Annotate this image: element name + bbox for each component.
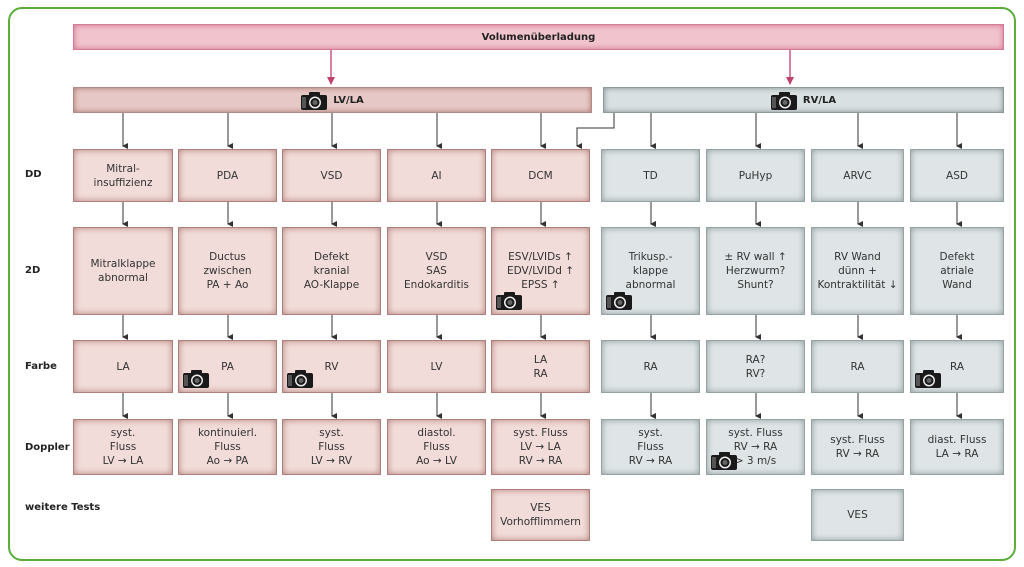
box-text: Defekt kranial AO-Klappe — [303, 251, 360, 291]
box-text: ± RV wall ↑ Herzwurm? Shunt? — [724, 251, 787, 291]
camera-icon — [183, 369, 209, 388]
box-dd: Mitral- insuffizienz — [73, 149, 173, 202]
box-doppler: syst. Fluss RV → RA > 3 m/s — [706, 419, 805, 475]
box-weitere-tests: VES — [811, 489, 904, 541]
row-label-doppler: Doppler — [25, 442, 70, 453]
box-doppler: syst. Fluss RV → RA — [811, 419, 904, 475]
box-text: LA RA — [533, 353, 548, 380]
rv-bar-label: RV/LA — [802, 94, 837, 106]
box-doppler: syst. Fluss LV → LA — [73, 419, 173, 475]
box-text: PDA — [216, 169, 239, 182]
lv-bar-label: LV/LA — [333, 94, 364, 106]
box-dd: AI — [387, 149, 486, 202]
box-text: TD — [643, 169, 658, 182]
camera-icon — [711, 451, 737, 470]
box-dd: ARVC — [811, 149, 904, 202]
box-farbe: RA — [910, 340, 1004, 393]
box-dd: TD — [601, 149, 700, 202]
volume-overload-bar: Volumenüberladung — [73, 24, 1004, 50]
box-text: syst. Fluss LV → LA — [102, 427, 144, 467]
box-text: diastol. Fluss Ao → LV — [416, 427, 457, 467]
box-text: RV Wand dünn + Kontraktilität ↓ — [817, 251, 898, 291]
camera-icon — [301, 91, 328, 110]
box-farbe: LV — [387, 340, 486, 393]
box-text: DCM — [528, 169, 553, 182]
camera-icon — [606, 291, 632, 310]
box-2d: Mitralklappe abnormal — [73, 227, 173, 315]
box-text: syst. Fluss LV → LA RV → RA — [513, 427, 568, 467]
box-text: Mitralklappe abnormal — [90, 258, 156, 284]
box-text: AI — [431, 169, 442, 182]
arrow-rv-to-dcm — [576, 113, 615, 149]
camera-icon — [770, 91, 797, 110]
box-weitere-tests: VES Vorhofflimmern — [491, 489, 590, 541]
box-dd: ASD — [910, 149, 1004, 202]
box-text: ARVC — [843, 169, 872, 182]
rv-la-bar: RV/LA — [603, 87, 1004, 113]
box-dd: PuHyp — [706, 149, 805, 202]
box-text: syst. Fluss RV → RA — [628, 427, 673, 467]
box-text: ASD — [946, 169, 968, 182]
box-doppler: diastol. Fluss Ao → LV — [387, 419, 486, 475]
camera-icon — [287, 369, 313, 388]
box-text: Ductus zwischen PA + Ao — [203, 251, 252, 291]
box-text: diast. Fluss LA → RA — [927, 434, 987, 460]
box-text: VSD SAS Endokarditis — [404, 251, 469, 291]
box-farbe: RA — [601, 340, 700, 393]
box-text: PuHyp — [738, 169, 773, 182]
box-farbe: RV — [282, 340, 381, 393]
box-text: kontinuierl. Fluss Ao → PA — [197, 427, 258, 467]
box-text: RA — [949, 360, 965, 373]
box-farbe: PA — [178, 340, 277, 393]
box-text: VES — [847, 509, 868, 521]
camera-icon — [496, 291, 522, 310]
box-text: Trikusp.- klappe abnormal — [625, 251, 676, 291]
box-text: syst. Fluss LV → RV — [310, 427, 353, 467]
row-label-2d: 2D — [25, 265, 41, 276]
box-farbe: LA RA — [491, 340, 590, 393]
box-text: VSD — [320, 169, 343, 182]
box-2d: ± RV wall ↑ Herzwurm? Shunt? — [706, 227, 805, 315]
box-2d: Ductus zwischen PA + Ao — [178, 227, 277, 315]
box-text: RA — [643, 360, 658, 373]
box-text: Defekt atriale Wand — [939, 251, 975, 291]
box-text: Mitral- insuffizienz — [93, 162, 153, 189]
box-text: syst. Fluss RV → RA — [830, 434, 885, 460]
box-2d: RV Wand dünn + Kontraktilität ↓ — [811, 227, 904, 315]
box-farbe: RA? RV? — [706, 340, 805, 393]
lv-la-bar: LV/LA — [73, 87, 592, 113]
row-label-weitere-tests: weitere Tests — [25, 502, 101, 513]
box-doppler: diast. Fluss LA → RA — [910, 419, 1004, 475]
box-text: PA — [221, 360, 234, 373]
box-text: RV — [324, 360, 339, 373]
row-label-dd: DD — [25, 169, 42, 180]
box-text: VES Vorhofflimmern — [500, 502, 581, 528]
box-doppler: syst. Fluss LV → RV — [282, 419, 381, 475]
box-2d: Defekt kranial AO-Klappe — [282, 227, 381, 315]
box-2d: Defekt atriale Wand — [910, 227, 1004, 315]
box-text: LV — [430, 360, 443, 373]
box-text: RA — [850, 360, 865, 373]
box-text: LA — [116, 360, 130, 373]
box-text: syst. Fluss RV → RA > 3 m/s — [728, 427, 783, 467]
box-text: RA? RV? — [745, 353, 766, 380]
box-2d: ESV/LVIDs ↑ EDV/LVIDd ↑ EPSS ↑ — [491, 227, 590, 315]
box-doppler: kontinuierl. Fluss Ao → PA — [178, 419, 277, 475]
diagram-frame — [8, 7, 1016, 561]
top-bar-label: Volumenüberladung — [481, 31, 596, 43]
row-label-farbe: Farbe — [25, 361, 57, 372]
camera-icon — [915, 369, 941, 388]
box-doppler: syst. Fluss RV → RA — [601, 419, 700, 475]
box-dd: VSD — [282, 149, 381, 202]
box-farbe: RA — [811, 340, 904, 393]
box-text: ESV/LVIDs ↑ EDV/LVIDd ↑ EPSS ↑ — [506, 251, 575, 291]
box-2d: VSD SAS Endokarditis — [387, 227, 486, 315]
box-farbe: LA — [73, 340, 173, 393]
box-dd: PDA — [178, 149, 277, 202]
box-2d: Trikusp.- klappe abnormal — [601, 227, 700, 315]
box-dd: DCM — [491, 149, 590, 202]
box-doppler: syst. Fluss LV → LA RV → RA — [491, 419, 590, 475]
